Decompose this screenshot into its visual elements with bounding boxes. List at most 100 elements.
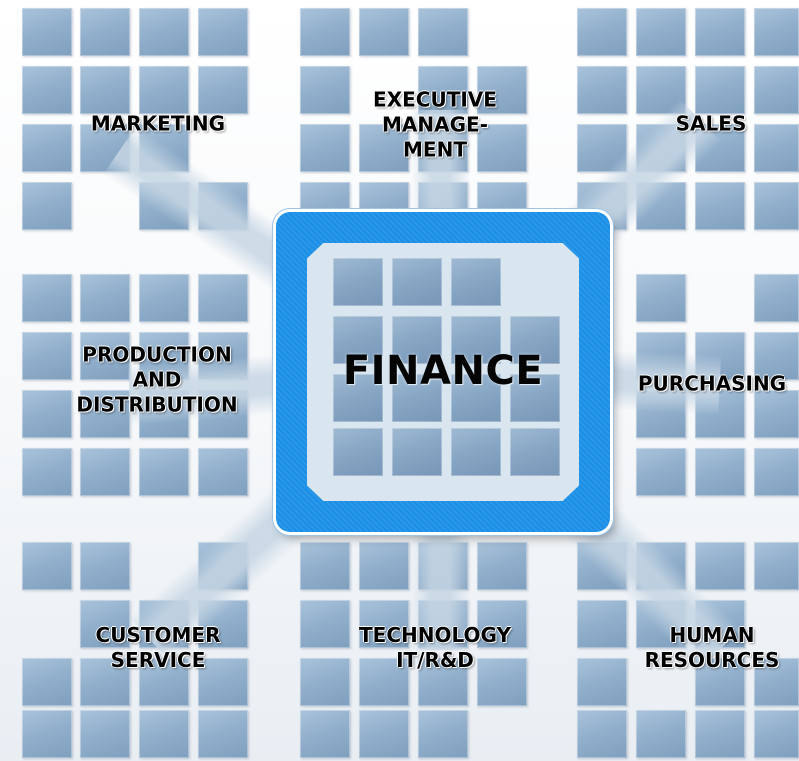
background-tile <box>80 600 130 648</box>
background-tile <box>477 658 527 706</box>
background-tile <box>22 390 72 438</box>
background-tile <box>636 274 686 322</box>
center-tile <box>510 316 560 364</box>
department-line: MARKETING <box>90 111 226 136</box>
background-tile <box>695 66 745 114</box>
background-tile <box>359 710 409 758</box>
department-line: TECHNOLOGY <box>359 623 511 647</box>
background-tile <box>754 182 799 230</box>
department-line: HUMAN <box>669 623 755 647</box>
background-tile <box>22 182 72 230</box>
background-tile <box>577 66 627 114</box>
department-sales: SALES <box>676 112 747 137</box>
department-line: MENT <box>403 137 467 162</box>
center-tile <box>451 428 501 476</box>
background-tile <box>754 448 799 496</box>
background-tile <box>577 600 627 648</box>
background-tile <box>80 66 130 114</box>
background-tile <box>80 8 130 56</box>
background-tile <box>22 542 72 590</box>
background-tile <box>300 710 350 758</box>
background-tile <box>300 66 350 114</box>
background-tile <box>300 124 350 172</box>
background-tile <box>139 66 189 114</box>
finance-label: FINANCE <box>342 348 544 394</box>
department-executive-management: EXECUTIVE MANAGE- MENT <box>373 88 497 163</box>
background-tile <box>754 390 799 438</box>
background-tile <box>359 542 409 590</box>
department-line: PURCHASING <box>637 371 787 396</box>
background-tile <box>754 710 799 758</box>
background-tile <box>22 124 72 172</box>
department-customer-service: CUSTOMER SERVICE <box>96 623 221 673</box>
background-tile <box>300 658 350 706</box>
department-line: CUSTOMER <box>95 623 221 647</box>
center-tile <box>510 374 560 422</box>
background-tile <box>22 658 72 706</box>
center-tile <box>451 316 501 364</box>
background-tile <box>418 710 468 758</box>
background-tile <box>695 182 745 230</box>
background-tile <box>22 448 72 496</box>
background-tile <box>198 448 248 496</box>
center-tile <box>510 428 560 476</box>
background-tile <box>80 332 130 380</box>
background-tile <box>754 274 799 322</box>
background-tile <box>418 66 468 114</box>
center-tile <box>392 374 442 422</box>
background-tile <box>577 710 627 758</box>
department-line: EXECUTIVE <box>373 87 497 112</box>
background-tile <box>300 600 350 648</box>
background-tile <box>695 710 745 758</box>
background-tile <box>754 124 799 172</box>
background-tile <box>754 8 799 56</box>
background-tile <box>198 66 248 114</box>
background-tile <box>139 274 189 322</box>
background-tile <box>359 124 409 172</box>
background-tile <box>198 274 248 322</box>
department-line: SALES <box>675 111 747 136</box>
background-tile <box>418 8 468 56</box>
background-tile <box>754 332 799 380</box>
department-line: DISTRIBUTION <box>76 392 238 417</box>
background-tile <box>22 332 72 380</box>
background-tile <box>198 710 248 758</box>
department-line: PRODUCTION <box>82 342 232 367</box>
background-tile <box>139 710 189 758</box>
background-tile <box>22 710 72 758</box>
background-tile <box>636 448 686 496</box>
background-tile <box>359 8 409 56</box>
department-marketing: MARKETING <box>91 112 225 137</box>
background-tile <box>300 542 350 590</box>
department-production-distribution: PRODUCTION AND DISTRIBUTION <box>76 343 237 418</box>
background-tile <box>477 600 527 648</box>
center-tile <box>333 428 383 476</box>
background-tile <box>139 8 189 56</box>
background-tile <box>636 8 686 56</box>
department-line: AND <box>132 367 182 392</box>
background-tile <box>80 274 130 322</box>
center-tile <box>451 258 501 306</box>
department-purchasing: PURCHASING <box>638 372 786 397</box>
background-tile <box>198 8 248 56</box>
background-tile <box>22 274 72 322</box>
center-tile <box>392 258 442 306</box>
background-tile <box>139 658 189 706</box>
background-tile <box>139 448 189 496</box>
center-tile <box>333 258 383 306</box>
department-human-resources: HUMAN RESOURCES <box>645 623 780 673</box>
department-line: SERVICE <box>110 648 206 672</box>
background-tile <box>477 542 527 590</box>
background-tile <box>577 658 627 706</box>
background-tile <box>636 710 686 758</box>
background-tile <box>477 124 527 172</box>
background-tile <box>300 8 350 56</box>
department-line: IT/R&D <box>396 648 474 672</box>
background-tile <box>477 66 527 114</box>
background-tile <box>80 542 130 590</box>
background-tile <box>754 66 799 114</box>
background-tile <box>754 542 799 590</box>
center-tile <box>333 316 383 364</box>
background-tile <box>80 390 130 438</box>
